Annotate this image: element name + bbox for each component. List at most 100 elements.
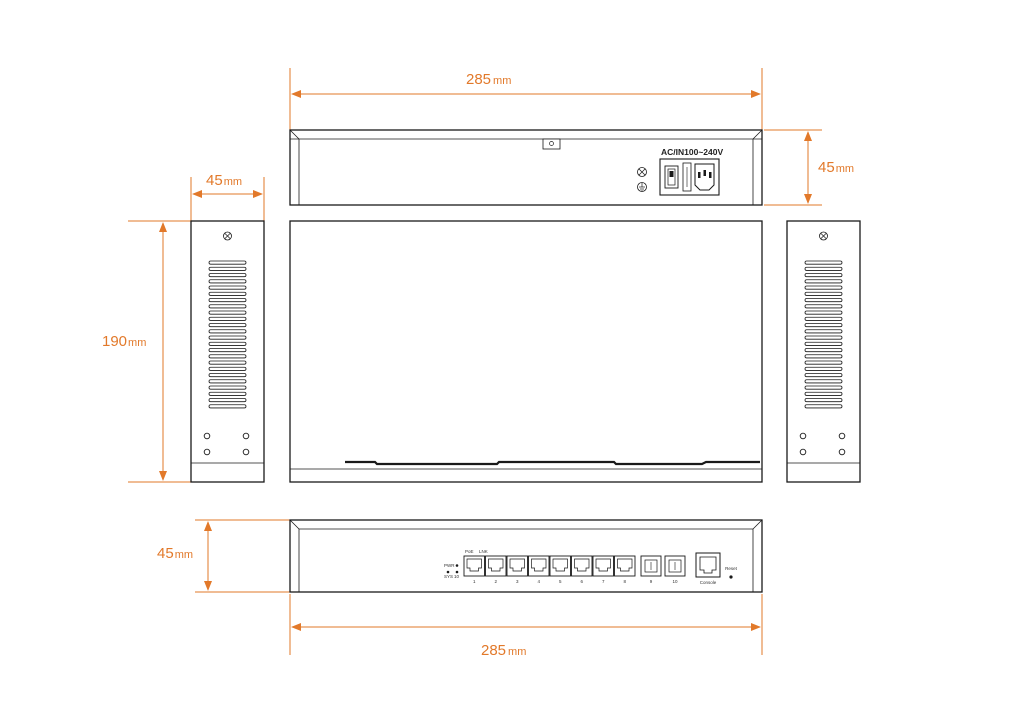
rj45-jack xyxy=(509,558,525,572)
rj45-jack xyxy=(488,558,504,572)
vent-slot xyxy=(804,354,843,359)
port-number: 3 xyxy=(516,579,519,584)
reset-button[interactable] xyxy=(729,575,733,579)
port-number: 1 xyxy=(473,579,476,584)
iec-power-socket xyxy=(694,163,715,191)
mount-hole xyxy=(203,432,211,440)
vent-slot xyxy=(804,291,843,296)
front-lip xyxy=(345,460,760,466)
vent-slot xyxy=(208,279,247,284)
vent-slot xyxy=(208,298,247,303)
mount-hole xyxy=(203,448,211,456)
vent-slot xyxy=(804,310,843,315)
vent-slot xyxy=(804,348,843,353)
lnk-label: LNK xyxy=(479,549,488,554)
led-sys-label: SYS xyxy=(444,574,453,579)
dimension-bottom-width xyxy=(289,594,763,655)
vent-slot xyxy=(804,279,843,284)
vent-slot xyxy=(804,398,843,403)
vent-slot xyxy=(804,360,843,365)
dim-side-width-label: 45mm xyxy=(206,172,242,189)
port-number: 4 xyxy=(537,579,540,584)
vent-slot xyxy=(804,341,843,346)
sfp-number: 9 xyxy=(650,579,653,584)
port-number: 2 xyxy=(494,579,497,584)
mount-hole xyxy=(838,432,846,440)
screw-icon xyxy=(549,141,554,146)
vent-slot xyxy=(804,285,843,290)
vent-slot xyxy=(208,348,247,353)
vent-slot xyxy=(208,329,247,334)
vent-slot xyxy=(804,304,843,309)
vent-slot xyxy=(208,285,247,290)
mount-hole xyxy=(242,448,250,456)
dimension-front-height xyxy=(195,519,290,593)
power-label: AC/IN100~240V xyxy=(661,147,723,157)
vent-slot xyxy=(208,341,247,346)
vent-slot xyxy=(208,316,247,321)
vent-slot xyxy=(208,360,247,365)
dimension-rear-height xyxy=(764,129,822,206)
right-side-view xyxy=(786,220,861,483)
vent-slot xyxy=(804,385,843,390)
vent-slot xyxy=(804,298,843,303)
vent-slot xyxy=(804,373,843,378)
rj45-port-group xyxy=(463,555,636,577)
screw-icon xyxy=(223,231,232,241)
port-number: 8 xyxy=(623,579,626,584)
mount-hole xyxy=(799,432,807,440)
vent-slot xyxy=(208,366,247,371)
poe-label: PoE xyxy=(465,549,474,554)
left-side-view xyxy=(190,220,265,483)
led-pwr-label: PWR xyxy=(444,563,455,568)
vent-slot xyxy=(208,304,247,309)
vent-slot xyxy=(804,323,843,328)
vent-slot xyxy=(208,310,247,315)
vent-slot xyxy=(804,335,843,340)
mount-hole xyxy=(838,448,846,456)
screw-icon xyxy=(819,231,828,241)
dim-depth-label: 190mm xyxy=(102,333,146,350)
port-number: 6 xyxy=(580,579,583,584)
vent-slot xyxy=(208,404,247,409)
vent-slot xyxy=(804,266,843,271)
vent-slot xyxy=(208,260,247,265)
rear-view: AC/IN100~240V xyxy=(289,129,763,206)
dimension-top-width xyxy=(289,68,763,130)
vent-slot xyxy=(208,335,247,340)
ground-symbol-icon xyxy=(637,182,647,192)
rj45-jack xyxy=(466,558,482,572)
vent-slot xyxy=(208,373,247,378)
vent-slot xyxy=(804,404,843,409)
rj45-jack xyxy=(595,558,611,572)
vent-slot xyxy=(208,385,247,390)
rj45-jack xyxy=(617,558,633,572)
led-sys xyxy=(446,570,450,574)
dim-rear-height-label: 45mm xyxy=(818,159,854,176)
vent-slot xyxy=(208,266,247,271)
ground-screw-icon xyxy=(637,167,647,177)
top-view xyxy=(289,220,763,483)
vent-slot xyxy=(804,366,843,371)
mount-hole xyxy=(799,448,807,456)
mount-hole xyxy=(242,432,250,440)
vent-slot xyxy=(804,379,843,384)
vent-slot xyxy=(208,354,247,359)
vent-slot xyxy=(804,260,843,265)
vent-slot xyxy=(208,398,247,403)
screw-tab xyxy=(542,138,561,150)
port-number: 5 xyxy=(559,579,562,584)
dimension-side-width xyxy=(190,177,265,221)
vent-slot xyxy=(208,391,247,396)
vent-slot xyxy=(208,379,247,384)
vent-slot xyxy=(804,329,843,334)
led-pwr xyxy=(455,564,459,567)
vent-slot xyxy=(804,391,843,396)
led-10 xyxy=(455,570,459,574)
console-label: Console xyxy=(700,580,717,585)
rj45-jack xyxy=(531,558,547,572)
led-10-label: 10 xyxy=(454,574,460,579)
